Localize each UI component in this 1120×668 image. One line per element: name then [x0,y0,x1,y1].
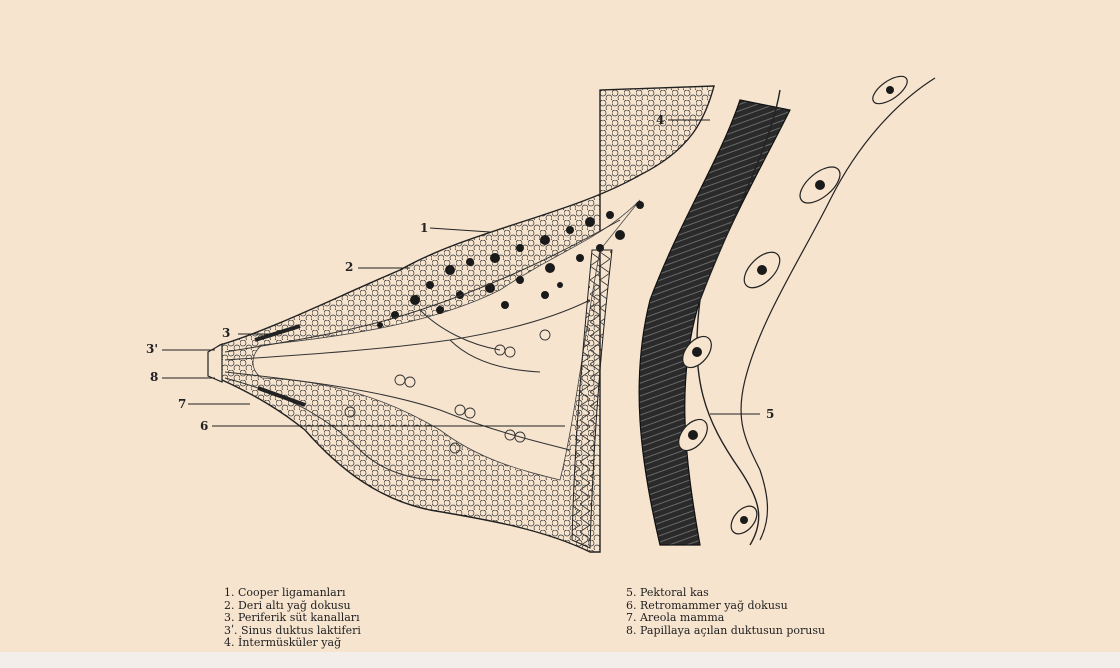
callout-2: 2 [345,260,353,274]
legend-right: 5. Pektoral kas 6. Retromammer yağ dokus… [626,587,825,637]
bottom-strip [0,652,1120,668]
callout-1: 1 [420,221,428,235]
legend-item: 3. Periferik süt kanalları [224,612,361,625]
callout-3-prime: 3' [146,342,158,356]
legend-item: 8. Papillaya açılan duktusun porusu [626,625,825,638]
legend-item: 7. Areola mamma [626,612,825,625]
legend-left: 1. Cooper ligamanları 2. Deri altı yağ d… [224,587,361,650]
callout-7: 7 [178,397,186,411]
callout-6: 6 [200,419,208,433]
legend-item: 4. İntermüsküler yağ [224,637,361,650]
legend-item: 1. Cooper ligamanları [224,587,361,600]
callout-5: 5 [766,407,774,421]
legend-item: 5. Pektoral kas [626,587,825,600]
pectoral-muscle [639,100,790,545]
callout-3: 3 [222,326,230,340]
callout-8: 8 [150,370,158,384]
ribs [673,71,912,539]
callout-4: 4 [656,113,664,127]
